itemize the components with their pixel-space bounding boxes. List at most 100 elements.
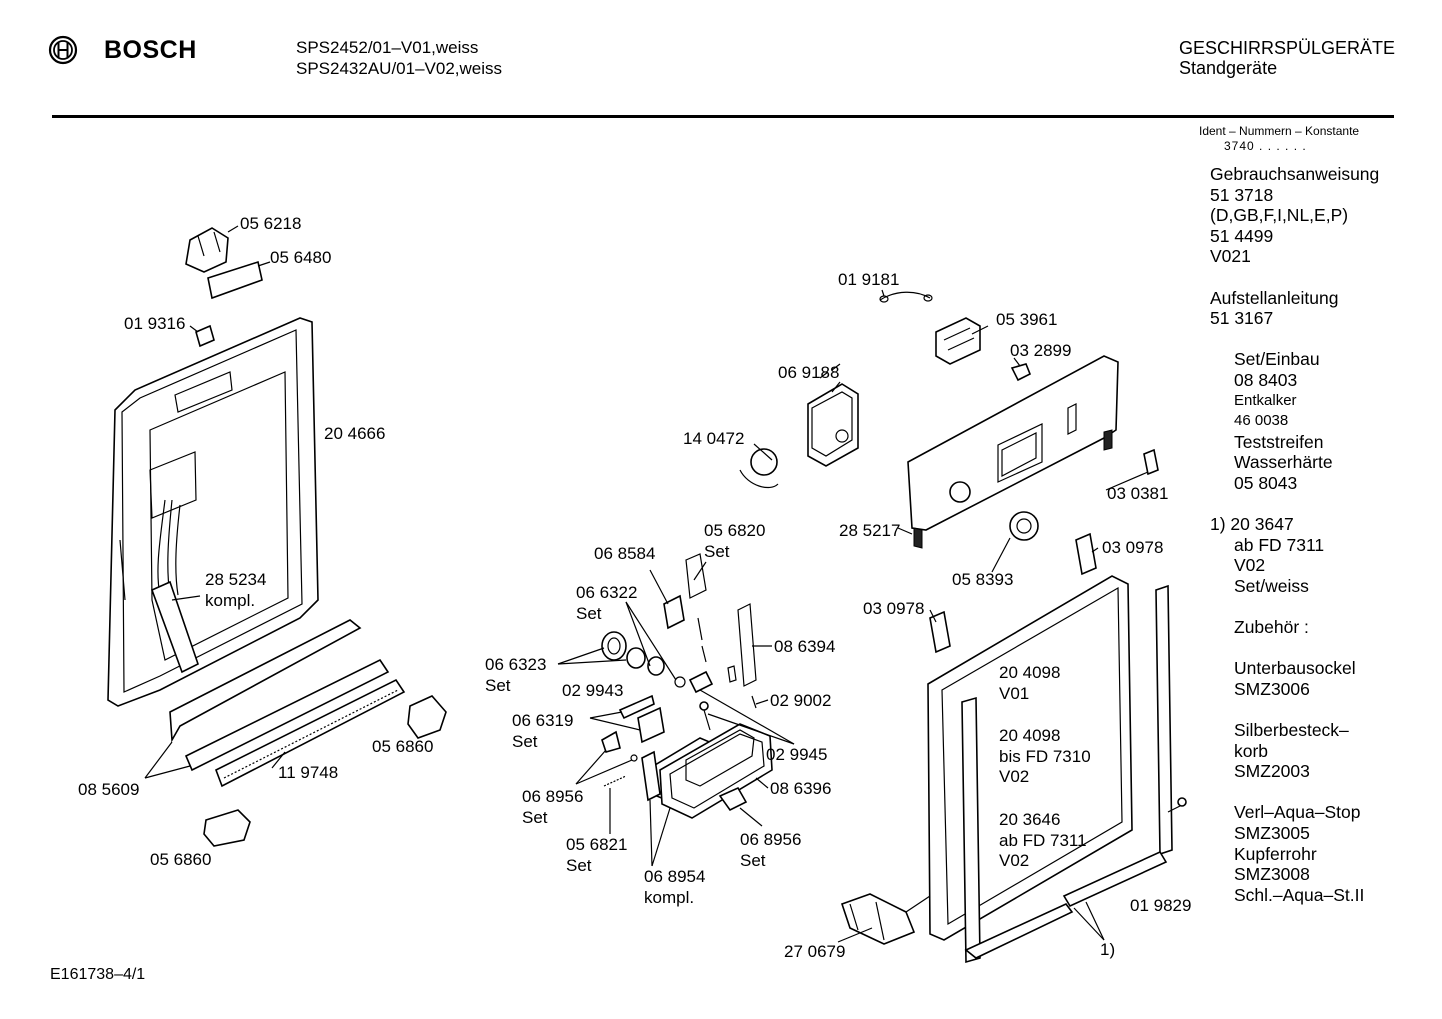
info-line: Entkalker	[1234, 391, 1297, 409]
info-line: V02	[1234, 555, 1266, 576]
info-line: Teststreifen	[1234, 431, 1324, 452]
part-note: Set	[566, 855, 592, 875]
part-number: 14 0472	[683, 429, 745, 448]
leader-lines	[557, 289, 1149, 867]
part-label: 05 6218	[240, 214, 301, 235]
door-latch	[185, 225, 271, 300]
part-label: 03 0978	[1102, 538, 1163, 559]
info-line: SMZ3006	[1234, 678, 1310, 699]
info-line: Schl.–Aqua–St.II	[1234, 884, 1365, 905]
info-line: 51 3718	[1210, 184, 1274, 205]
part-label: 08 6396	[770, 779, 831, 800]
part-number: 02 9943	[562, 681, 624, 700]
part-label: 14 0472	[683, 429, 744, 450]
part-number: 03 0978	[863, 599, 925, 618]
door-lock-housing	[641, 723, 773, 819]
part-label: 05 6480	[270, 248, 331, 269]
part-number: 20 3646	[999, 810, 1061, 829]
part-number: 08 6396	[770, 779, 832, 798]
info-line: Verl–Aqua–Stop	[1234, 802, 1361, 823]
part-label: 20 4666	[324, 424, 385, 445]
part-number: 02 9945	[766, 745, 828, 764]
part-note: kompl.	[205, 590, 256, 610]
part-number: 05 6860	[150, 850, 212, 869]
part-note: Set	[740, 850, 766, 870]
part-note: Set	[522, 807, 548, 827]
part-note: V02	[999, 851, 1030, 870]
end-caps	[203, 695, 447, 847]
model-line-2: SPS2432AU/01–V02,weiss	[296, 59, 503, 78]
part-number: 06 8956	[522, 787, 584, 806]
part-note: kompl.	[644, 887, 695, 907]
part-label: 01 9316	[124, 314, 185, 335]
info-line: ab FD 7311	[1234, 534, 1325, 555]
part-label: 01 9181	[838, 270, 899, 291]
info-line: 46 0038	[1234, 412, 1289, 430]
part-number: 27 0679	[784, 942, 846, 961]
info-line: Wasserhärte	[1234, 452, 1333, 473]
door-clip	[189, 324, 215, 348]
lamp-cover	[1143, 448, 1159, 476]
program-timer	[807, 363, 859, 467]
part-label: 05 3961	[996, 310, 1057, 331]
category-title: GESCHIRRSPÜLGERÄTE	[1179, 38, 1396, 58]
part-number: 08 6394	[774, 637, 836, 656]
info-line: korb	[1234, 740, 1269, 761]
part-number: 1)	[1100, 940, 1116, 959]
part-number: 02 9002	[770, 691, 832, 710]
category-subtitle: Standgeräte	[1179, 58, 1278, 78]
part-number: 01 9181	[838, 270, 900, 289]
part-note: Set	[576, 603, 602, 623]
info-line: Unterbausockel	[1234, 658, 1356, 679]
info-line: SMZ3008	[1234, 864, 1310, 885]
brand-name: BOSCH	[104, 36, 197, 64]
program-knob	[991, 511, 1039, 573]
part-label: 05 6860	[150, 850, 211, 871]
part-note: ab FD 7311	[999, 830, 1087, 850]
part-number: 05 6218	[240, 214, 302, 233]
part-number: 05 6821	[566, 835, 628, 854]
part-number: 05 6820	[704, 521, 766, 540]
info-line: SMZ2003	[1234, 761, 1310, 782]
part-label: 06 8584	[594, 544, 655, 565]
part-number: 03 0978	[1102, 538, 1164, 557]
part-number: 05 3961	[996, 310, 1058, 329]
part-number: 20 4098	[999, 663, 1061, 682]
info-line: 51 3167	[1210, 308, 1274, 329]
part-number: 06 6323	[485, 655, 547, 674]
part-number: 20 4666	[324, 424, 386, 443]
model-line-1: SPS2452/01–V01,weiss	[296, 38, 479, 57]
part-number: 01 9829	[1130, 896, 1192, 915]
info-line: (D,GB,F,I,NL,E,P)	[1210, 205, 1349, 226]
part-note: Set	[704, 541, 730, 561]
part-number: 06 6319	[512, 711, 574, 730]
part-label: 02 9945	[766, 745, 827, 766]
part-number: 01 9316	[124, 314, 186, 333]
part-note: V01	[999, 683, 1030, 703]
part-number: 05 8393	[952, 570, 1014, 589]
part-label: 06 9188	[778, 363, 839, 384]
cable-harness	[150, 580, 201, 674]
info-line: 51 4499	[1210, 225, 1274, 246]
bottom-trim-rails	[144, 619, 406, 788]
selector-knob	[739, 448, 779, 489]
part-number: 11 9748	[278, 763, 339, 782]
part-label: 05 6860	[372, 737, 433, 758]
part-label: 02 9943	[562, 681, 623, 702]
part-number: 06 9188	[778, 363, 840, 382]
frame-screw	[1167, 797, 1187, 813]
part-label: 03 0381	[1107, 484, 1168, 505]
part-label: 08 5609	[78, 780, 139, 801]
part-number: 06 8956	[740, 830, 802, 849]
button-cap-right	[1075, 532, 1097, 576]
